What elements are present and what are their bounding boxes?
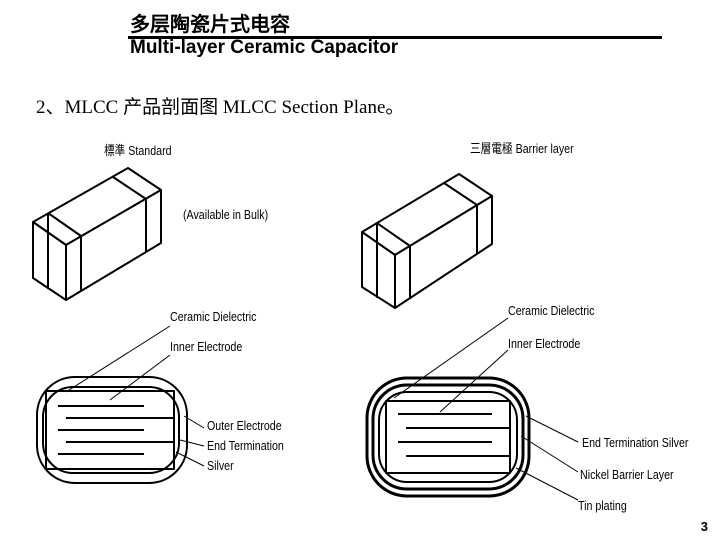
right-chip-3d-icon	[361, 173, 493, 309]
left-note-bulk: (Available in Bulk)	[183, 207, 269, 222]
left-caption-standard: 標準 Standard	[104, 143, 172, 158]
left-chip-3d-icon	[32, 167, 162, 301]
section-heading: 2、MLCC 产品剖面图 MLCC Section Plane。	[36, 97, 405, 118]
right-label-end-termination-silver: End Termination Silver	[582, 435, 689, 450]
right-label-tin-plating: Tin plating	[578, 498, 627, 513]
title-english: Multi-layer Ceramic Capacitor	[130, 37, 399, 58]
right-section-diagram	[365, 376, 531, 498]
left-label-ceramic-dielectric: Ceramic Dielectric	[170, 309, 257, 324]
title-divider	[128, 36, 662, 39]
left-label-outer-electrode: Outer Electrode	[207, 418, 282, 433]
right-label-inner-electrode: Inner Electrode	[508, 336, 581, 351]
title-chinese: 多层陶瓷片式电容	[130, 12, 290, 36]
right-caption-barrier-layer: 三層電極 Barrier layer	[470, 141, 574, 156]
page-number: 3	[700, 519, 708, 534]
right-label-ceramic-dielectric: Ceramic Dielectric	[508, 303, 595, 318]
left-label-inner-electrode: Inner Electrode	[170, 339, 243, 354]
left-section-diagram	[36, 376, 188, 484]
right-label-nickel-barrier: Nickel Barrier Layer	[580, 467, 674, 482]
left-label-silver: Silver	[207, 458, 234, 473]
left-label-end-termination: End Termination	[207, 438, 284, 453]
